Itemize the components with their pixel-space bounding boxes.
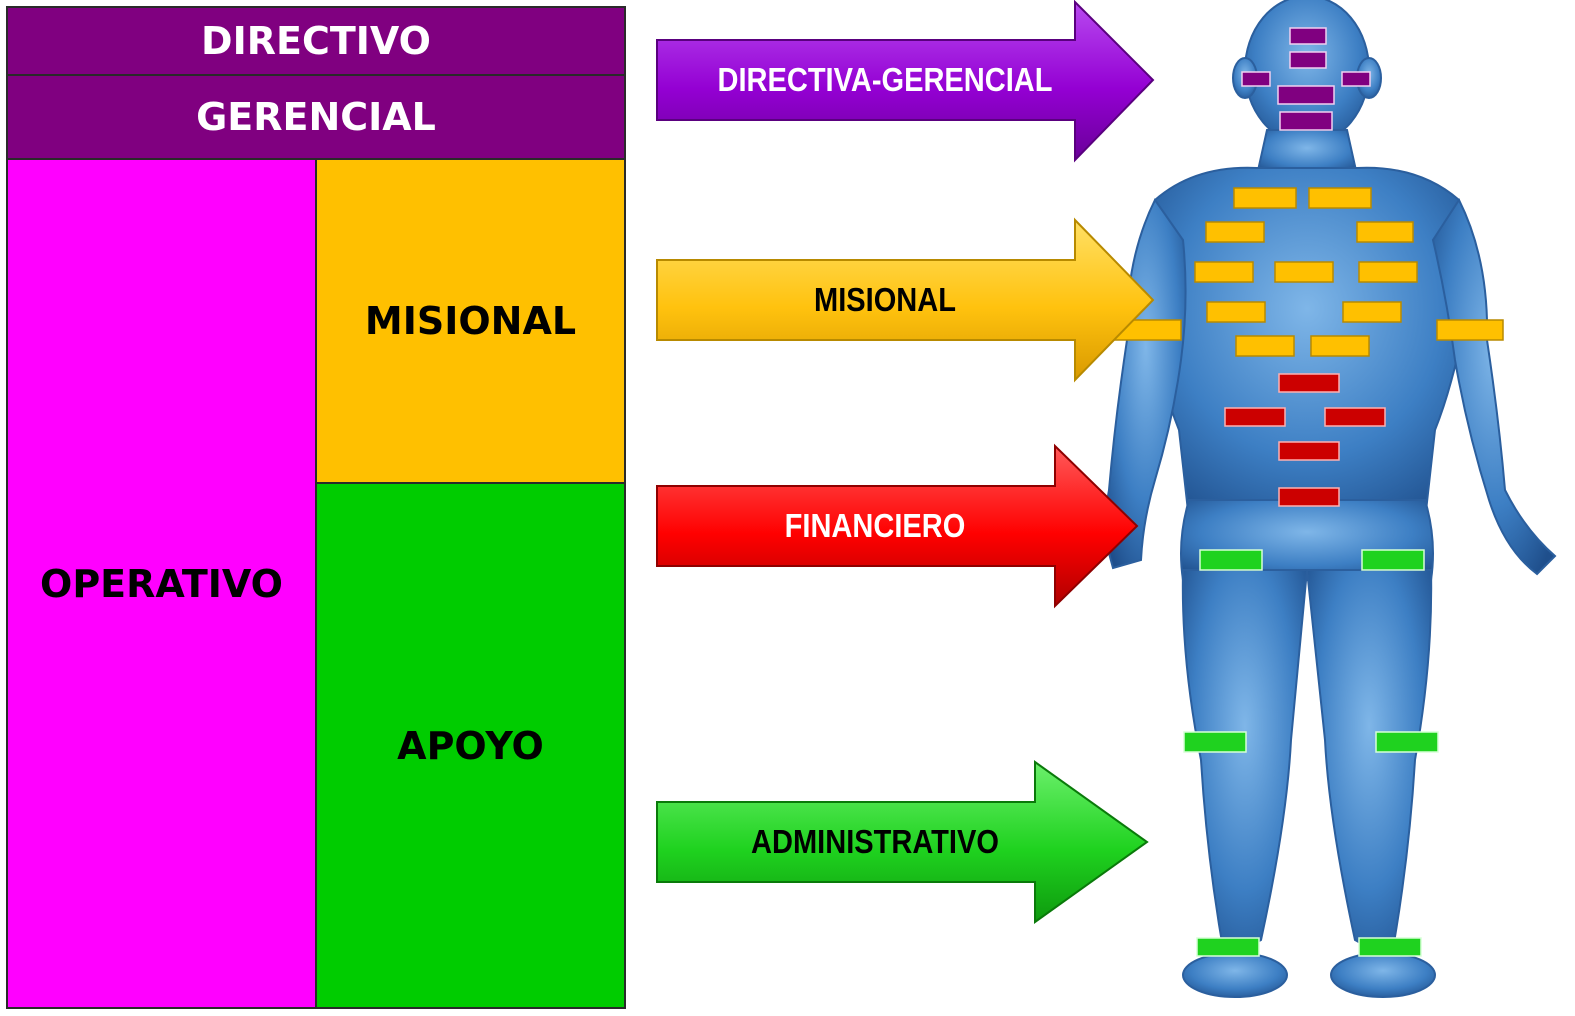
operativo-label: OPERATIVO — [40, 561, 283, 606]
arrow-administrativo: ADMINISTRATIVO — [655, 760, 1150, 926]
arrow-label: MISIONAL — [814, 281, 956, 318]
apoyo-label: APOYO — [397, 723, 544, 768]
directivo-block: DIRECTIVO — [6, 6, 626, 76]
arrow-shape-red — [656, 443, 1139, 609]
arrow-shape-yellow — [656, 217, 1155, 383]
arrow-label: ADMINISTRATIVO — [751, 823, 999, 860]
arrow-directiva-gerencial: DIRECTIVA-GERENCIAL — [655, 0, 1155, 163]
misional-block: MISIONAL — [315, 158, 626, 484]
directivo-label: DIRECTIVO — [201, 19, 431, 63]
arrow-misional: MISIONAL — [655, 217, 1155, 384]
gerencial-block: GERENCIAL — [6, 74, 626, 160]
operativo-block: OPERATIVO — [6, 158, 317, 1009]
arrow-shape-purple — [656, 0, 1155, 163]
misional-label: MISIONAL — [364, 299, 577, 343]
gerencial-label: GERENCIAL — [196, 95, 436, 139]
arrow-label: FINANCIERO — [784, 507, 966, 544]
arrow-shape-green — [656, 760, 1149, 924]
human-body-figure — [1085, 0, 1575, 1016]
apoyo-block: APOYO — [315, 482, 626, 1009]
arrow-label: DIRECTIVA-GERENCIAL — [717, 61, 1053, 98]
human-body-icon — [1104, 0, 1557, 998]
org-chart: DIRECTIVO GERENCIAL OPERATIVO MISIONAL A… — [6, 6, 626, 1009]
arrow-financiero: FINANCIERO — [655, 443, 1140, 610]
